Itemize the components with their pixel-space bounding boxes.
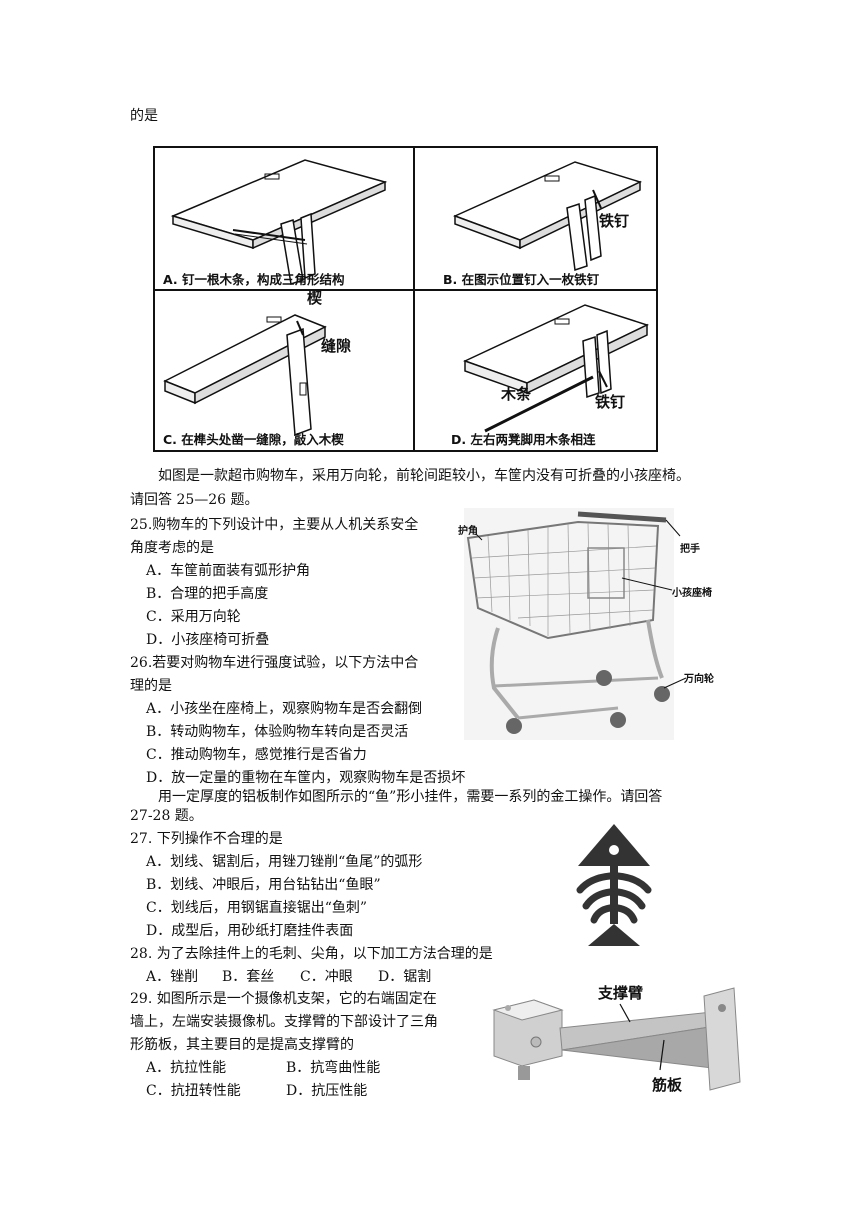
cart-intro-line-1: 如图是一款超市购物车，采用万向轮，前轮间距较小，车筐内没有可折叠的小孩座椅。 bbox=[158, 468, 690, 484]
q26-option-c: C．推动购物车，感觉推行是否省力 bbox=[146, 747, 367, 763]
q27-option-d: D．成型后，用砂纸打磨挂件表面 bbox=[146, 923, 354, 939]
intro-tail: 的是 bbox=[130, 108, 158, 124]
q25-stem-line-1: 25.购物车的下列设计中，主要从人机关系安全 bbox=[130, 517, 419, 533]
label-iron-nail-d: 铁钉 bbox=[595, 393, 626, 411]
q29-option-b: B．抗弯曲性能 bbox=[286, 1060, 381, 1076]
bench-c-drawing bbox=[163, 314, 327, 437]
q29-option-d: D．抗压性能 bbox=[286, 1083, 368, 1099]
label-cart-handle: 把手 bbox=[680, 544, 700, 555]
q27-option-a: A．划线、锯割后，用锉刀锉削“鱼尾”的弧形 bbox=[146, 854, 423, 870]
caption-b: B. 在图示位置钉入一枚铁钉 bbox=[443, 272, 600, 287]
q25-option-a: A．车筐前面装有弧形护角 bbox=[146, 563, 311, 579]
label-cart-guard: 护角 bbox=[458, 526, 478, 537]
label-cart-wheel: 万向轮 bbox=[684, 674, 714, 685]
q25-stem-line-2: 角度考虑的是 bbox=[130, 540, 214, 556]
q28-option-b: B．套丝 bbox=[222, 969, 275, 985]
q28-stem: 28. 为了去除挂件上的毛刺、尖角，以下加工方法合理的是 bbox=[130, 946, 493, 962]
q28-option-c: C．冲眼 bbox=[300, 969, 353, 985]
q26-option-b: B．转动购物车，体验购物车转向是否灵活 bbox=[146, 724, 409, 740]
q25-option-b: B．合理的把手高度 bbox=[146, 586, 269, 602]
label-rib-plate: 筋板 bbox=[652, 1076, 683, 1094]
label-wedge: 楔 bbox=[307, 289, 323, 307]
camera-bracket-drawing bbox=[492, 987, 741, 1091]
q25-option-c: C．采用万向轮 bbox=[146, 609, 241, 625]
cart-intro-line-2: 请回答 25—26 题。 bbox=[130, 492, 259, 508]
q26-option-d: D．放一定量的重物在车筐内，观察购物车是否损坏 bbox=[146, 770, 466, 786]
q26-option-a: A．小孩坐在座椅上，观察购物车是否会翻倒 bbox=[146, 701, 423, 717]
caption-d: D. 左右两凳脚用木条相连 bbox=[451, 432, 596, 447]
q29-option-c: C．抗扭转性能 bbox=[146, 1083, 241, 1099]
shopping-cart-drawing bbox=[464, 508, 687, 740]
q29-stem-line-3: 形筋板，其主要目的是提高支撑臂的 bbox=[130, 1037, 354, 1053]
q27-option-b: B．划线、冲眼后，用台钻钻出“鱼眼” bbox=[146, 877, 381, 893]
bench-options-figure: A. 钉一根木条，构成三角形结构 铁钉 B. 在图示位置钉入一枚铁钉 楔 缝隙 … bbox=[153, 146, 658, 452]
label-wood-strip: 木条 bbox=[501, 385, 532, 403]
bench-panel-a: A. 钉一根木条，构成三角形结构 bbox=[155, 148, 413, 289]
fish-intro-line-2: 27-28 题。 bbox=[130, 808, 203, 824]
label-iron-nail-b: 铁钉 bbox=[599, 212, 630, 230]
q29-stem-line-2: 墙上，左端安装摄像机。支撑臂的下部设计了三角 bbox=[130, 1014, 438, 1030]
camera-bracket-figure: 支撑臂 筋板 bbox=[490, 982, 750, 1100]
label-cart-seat: 小孩座椅 bbox=[672, 588, 712, 599]
label-support-arm: 支撑臂 bbox=[598, 984, 644, 1002]
q28-option-d: D．锯割 bbox=[378, 969, 432, 985]
q27-option-c: C．划线后，用钢锯直接锯出“鱼刺” bbox=[146, 900, 368, 916]
shopping-cart-figure: 护角 把手 小孩座椅 万向轮 bbox=[458, 508, 728, 744]
q26-stem-line-2: 理的是 bbox=[130, 678, 172, 694]
bench-panel-c: 楔 缝隙 C. 在榫头处凿一缝隙，敲入木楔 bbox=[155, 289, 413, 450]
q28-option-a: A．锉削 bbox=[146, 969, 199, 985]
bench-a-drawing bbox=[170, 159, 388, 285]
label-gap: 缝隙 bbox=[321, 337, 352, 355]
q27-stem: 27. 下列操作不合理的是 bbox=[130, 831, 283, 847]
fish-pendant-figure bbox=[566, 820, 662, 950]
q26-stem-line-1: 26.若要对购物车进行强度试验，以下方法中合 bbox=[130, 655, 419, 671]
fish-pendant-drawing bbox=[576, 824, 652, 946]
caption-c: C. 在榫头处凿一缝隙，敲入木楔 bbox=[163, 432, 344, 447]
fish-intro-line-1: 用一定厚度的铝板制作如图所示的“鱼”形小挂件，需要一系列的金工操作。请回答 bbox=[158, 789, 663, 805]
bench-b-drawing bbox=[453, 161, 643, 271]
bench-panel-b: 铁钉 B. 在图示位置钉入一枚铁钉 bbox=[415, 148, 656, 289]
caption-a: A. 钉一根木条，构成三角形结构 bbox=[163, 272, 345, 287]
panel-divider-horizontal bbox=[155, 289, 656, 291]
q29-option-a: A．抗拉性能 bbox=[146, 1060, 227, 1076]
bench-panel-d: 木条 铁钉 D. 左右两凳脚用木条相连 bbox=[415, 291, 656, 450]
q29-stem-line-1: 29. 如图所示是一个摄像机支架，它的右端固定在 bbox=[130, 991, 437, 1007]
q25-option-d: D．小孩座椅可折叠 bbox=[146, 632, 270, 648]
panel-divider-vertical bbox=[413, 148, 415, 450]
bench-d-drawing bbox=[463, 304, 650, 433]
